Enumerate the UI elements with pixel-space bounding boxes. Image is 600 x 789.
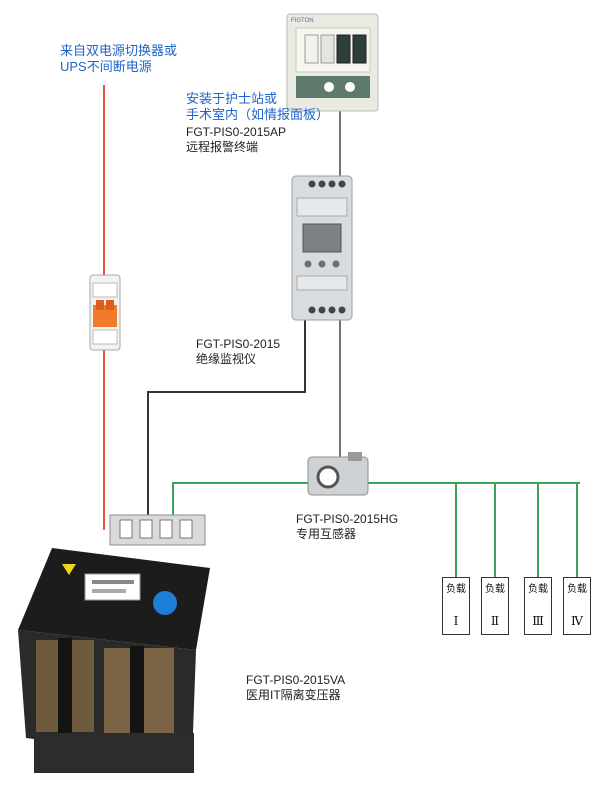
load-3-roman: Ⅲ (532, 614, 544, 628)
load-box-4: 负载 Ⅳ (563, 577, 591, 635)
sensor-name: 专用互感器 (296, 527, 357, 541)
load-1-text: 负载 (446, 584, 466, 595)
load-1-roman: Ⅰ (453, 614, 459, 628)
load-2-text: 负载 (485, 584, 505, 595)
insulation-monitor (291, 175, 353, 321)
power-source-line-2: UPS不间断电源 (60, 59, 152, 74)
power-source-label: 来自双电源切换器或 UPS不间断电源 (60, 43, 177, 75)
power-source-line-1: 来自双电源切换器或 (60, 43, 178, 58)
sensor-label: FGT-PIS0-2015HG 专用互感器 (296, 512, 398, 542)
current-sensor (307, 452, 369, 496)
circuit-breaker (89, 274, 121, 351)
transformer-name: 医用IT隔离变压器 (246, 688, 341, 702)
load-2-roman: Ⅱ (490, 614, 500, 628)
monitor-name: 绝缘监视仪 (196, 352, 257, 366)
transformer-label: FGT-PIS0-2015VA 医用IT隔离变压器 (246, 673, 345, 703)
install-location-label: 安装于护士站或 手术室内（如情报面板） (186, 91, 329, 123)
transformer-model: FGT-PIS0-2015VA (246, 673, 346, 687)
isolation-transformer (18, 514, 210, 773)
panel-brand: FIGTON (291, 18, 314, 24)
monitor-to-transformer-wire (147, 318, 306, 522)
load-box-1: 负载 Ⅰ (442, 577, 470, 635)
monitor-label: FGT-PIS0-2015 绝缘监视仪 (196, 337, 280, 367)
load-bus (172, 482, 580, 522)
alarm-terminal-model: FGT-PIS0-2015AP (186, 125, 287, 139)
load-4-text: 负载 (567, 584, 587, 595)
alarm-terminal-label: FGT-PIS0-2015AP 远程报警终端 (186, 125, 286, 155)
remote-alarm-panel: FIGTON (286, 13, 379, 112)
install-location-line-1: 安装于护士站或 (186, 91, 278, 106)
install-location-line-2: 手术室内（如情报面板） (186, 107, 330, 122)
load-box-2: 负载 Ⅱ (481, 577, 509, 635)
sensor-model: FGT-PIS0-2015HG (296, 512, 399, 526)
alarm-terminal-name: 远程报警终端 (186, 140, 259, 154)
monitor-model: FGT-PIS0-2015 (196, 337, 281, 351)
load-4-roman: Ⅳ (571, 614, 583, 628)
load-box-3: 负载 Ⅲ (524, 577, 552, 635)
load-3-text: 负载 (528, 584, 548, 595)
